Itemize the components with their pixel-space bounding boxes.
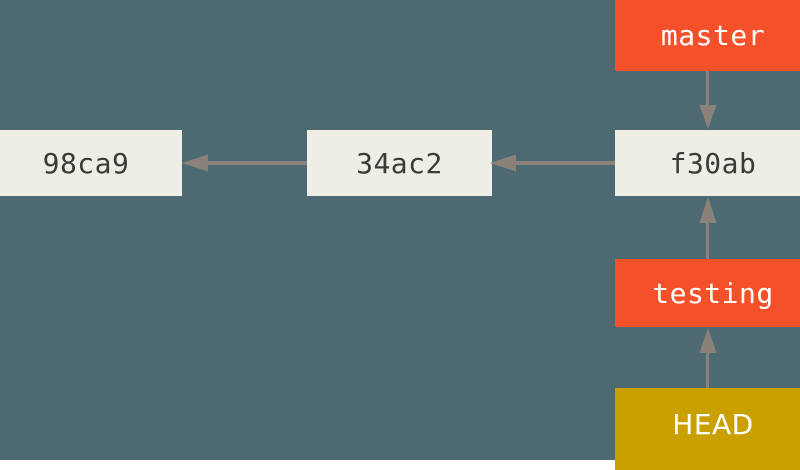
commit-node-f30ab[interactable]: f30ab [615, 130, 800, 196]
commit-label-98ca9: 98ca9 [42, 146, 130, 180]
branch-label-master[interactable]: master [615, 0, 800, 71]
arrow-f30ab-to-34ac2 [490, 153, 615, 173]
branch-label-testing-text: testing [652, 276, 774, 310]
head-pointer-label: HEAD [672, 407, 754, 441]
commit-label-34ac2: 34ac2 [356, 146, 443, 180]
head-pointer-box[interactable]: HEAD [615, 388, 800, 470]
arrow-34ac2-to-98ca9 [182, 153, 307, 173]
commit-node-34ac2[interactable]: 34ac2 [307, 130, 492, 196]
arrow-master-to-f30ab [698, 71, 718, 130]
branch-label-testing[interactable]: testing [615, 259, 800, 327]
commit-label-f30ab: f30ab [669, 146, 757, 180]
arrow-testing-to-f30ab [698, 196, 718, 259]
arrow-head-to-testing [698, 327, 718, 388]
commit-node-98ca9[interactable]: 98ca9 [0, 130, 182, 196]
branch-label-master-text: master [660, 19, 766, 52]
